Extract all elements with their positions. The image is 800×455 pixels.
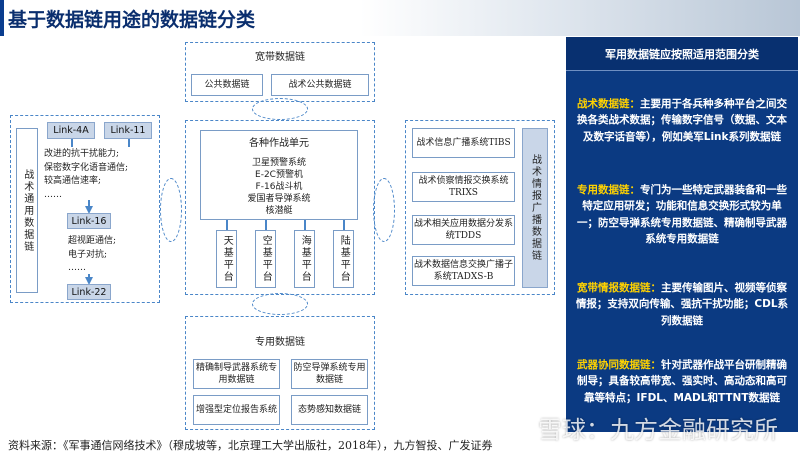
link-22-tag: Link-22 bbox=[67, 284, 111, 300]
title-bar bbox=[0, 0, 800, 36]
combat-unit: E-2C预警机 bbox=[255, 169, 303, 180]
intel-broadcast-label: 战术情报广播数据链 bbox=[522, 128, 548, 288]
title-accent bbox=[0, 0, 4, 36]
combat-unit: 卫星预警系统 bbox=[251, 157, 306, 168]
platform-space: 天基平台 bbox=[216, 230, 237, 288]
link-11-tag: Link-11 bbox=[104, 122, 152, 139]
tactical-common-group bbox=[10, 115, 160, 303]
watermark: 雪球：九方金融研究所 bbox=[538, 416, 778, 444]
link-16-features: 超视距通信; 电子对抗; …… bbox=[68, 236, 117, 273]
classification-panel bbox=[566, 37, 798, 432]
panel-block-broadband: 宽带情报数据链：主要传输图片、视频等侦察情报；支持双向传输、强抗干扰功能；CDL… bbox=[575, 280, 789, 329]
intel-item: 战术相关应用数据分发系统TDDS bbox=[412, 215, 515, 245]
panel-block-tactical: 战术数据链：主要用于各兵种多种平台之间交换各类战术数据；传输数字信号（数据、文本… bbox=[575, 96, 789, 145]
dedicated-item: 防空导弹系统专用数据链 bbox=[291, 359, 368, 389]
intel-item: 战术数据信息交换广播子系统TADXS-B bbox=[412, 256, 515, 286]
combat-units-box: 各种作战单元 卫星预警系统 E-2C预警机 F-16战斗机 爱国者导弹系统 核潜… bbox=[200, 130, 358, 220]
broadband-label: 宽带数据链 bbox=[255, 52, 305, 63]
combat-units-label: 各种作战单元 bbox=[249, 138, 309, 149]
panel-text: 针对武器作战平台研制精确制导；具备较高带宽、强实时、高动态和高可靠等特点；IFD… bbox=[577, 359, 787, 404]
dedicated-item: 增强型定位报告系统 bbox=[193, 395, 280, 425]
panel-text: 专门为一些特定武器装备和一些特定应用研发；功能和信息交换形式较为单一；防空导弹系… bbox=[577, 184, 787, 245]
panel-keyword: 战术数据链： bbox=[577, 98, 640, 110]
tag-connector bbox=[71, 139, 73, 147]
panel-keyword: 武器协同数据链： bbox=[577, 359, 661, 371]
panel-text: 主要用于各兵种多种平台之间交换各类战术数据；传输数字信号（数据、文本及数字话音等… bbox=[577, 98, 787, 143]
connector-ellipse-right bbox=[373, 178, 395, 242]
combat-units-group bbox=[185, 120, 375, 295]
combat-unit: F-16战斗机 bbox=[255, 181, 303, 192]
intel-item: 战术侦察情报交换系统TRIXS bbox=[412, 172, 515, 202]
dedicated-item: 精确制导武器系统专用数据链 bbox=[193, 359, 280, 389]
platform-connector bbox=[226, 220, 228, 230]
page-title: 基于数据链用途的数据链分类 bbox=[8, 9, 256, 31]
combat-unit: 核潜艇 bbox=[265, 206, 293, 217]
broadband-item: 公共数据链 bbox=[191, 74, 263, 96]
connector-ellipse-bottom bbox=[252, 293, 308, 315]
broadband-item: 战术公共数据链 bbox=[271, 74, 369, 96]
tag-connector bbox=[88, 274, 90, 279]
panel-keyword: 专用数据链： bbox=[577, 184, 640, 196]
arrow-down-icon bbox=[85, 206, 93, 214]
platform-connector bbox=[304, 220, 306, 230]
tactical-common-label: 战术通用数据链 bbox=[16, 128, 38, 293]
tag-connector bbox=[128, 139, 130, 147]
tag-connector bbox=[88, 200, 90, 207]
connector-ellipse-top bbox=[252, 98, 308, 120]
platform-connector bbox=[265, 220, 267, 230]
panel-text: 主要传输图片、视频等侦察情报；支持双向传输、强抗干扰功能；CDL系列数据链 bbox=[575, 282, 789, 327]
dedicated-item: 态势感知数据链 bbox=[291, 395, 368, 425]
platform-connector bbox=[343, 220, 345, 230]
platform-land: 陆基平台 bbox=[333, 230, 354, 288]
intel-item: 战术信息广播系统TIBS bbox=[412, 128, 515, 158]
connector-ellipse-left bbox=[160, 178, 182, 242]
link-16-tag: Link-16 bbox=[67, 213, 111, 229]
dedicated-label: 专用数据链 bbox=[255, 337, 305, 348]
dedicated-group bbox=[185, 316, 375, 430]
panel-header: 军用数据链应按照适用范围分类 bbox=[566, 37, 798, 71]
platform-air: 空基平台 bbox=[255, 230, 276, 288]
panel-block-dedicated: 专用数据链：专门为一些特定武器装备和一些特定应用研发；功能和信息交换形式较为单一… bbox=[575, 182, 789, 247]
arrow-down-icon bbox=[85, 277, 93, 285]
panel-block-weapons: 武器协同数据链：针对武器作战平台研制精确制导；具备较高带宽、强实时、高动态和高可… bbox=[575, 357, 789, 406]
intel-broadcast-group bbox=[405, 120, 555, 295]
combat-unit: 爱国者导弹系统 bbox=[247, 193, 311, 204]
panel-keyword: 宽带情报数据链： bbox=[577, 282, 661, 294]
link-4a-tag: Link-4A bbox=[47, 122, 95, 139]
source-note: 资料来源：《军事通信网络技术》（穆成坡等，北京理工大学出版社，2018年），九方… bbox=[8, 439, 493, 452]
link-11-features: 改进的抗干扰能力; 保密数字化语音通信; 较高通信速率; …… bbox=[44, 149, 129, 200]
platform-sea: 海基平台 bbox=[294, 230, 315, 288]
